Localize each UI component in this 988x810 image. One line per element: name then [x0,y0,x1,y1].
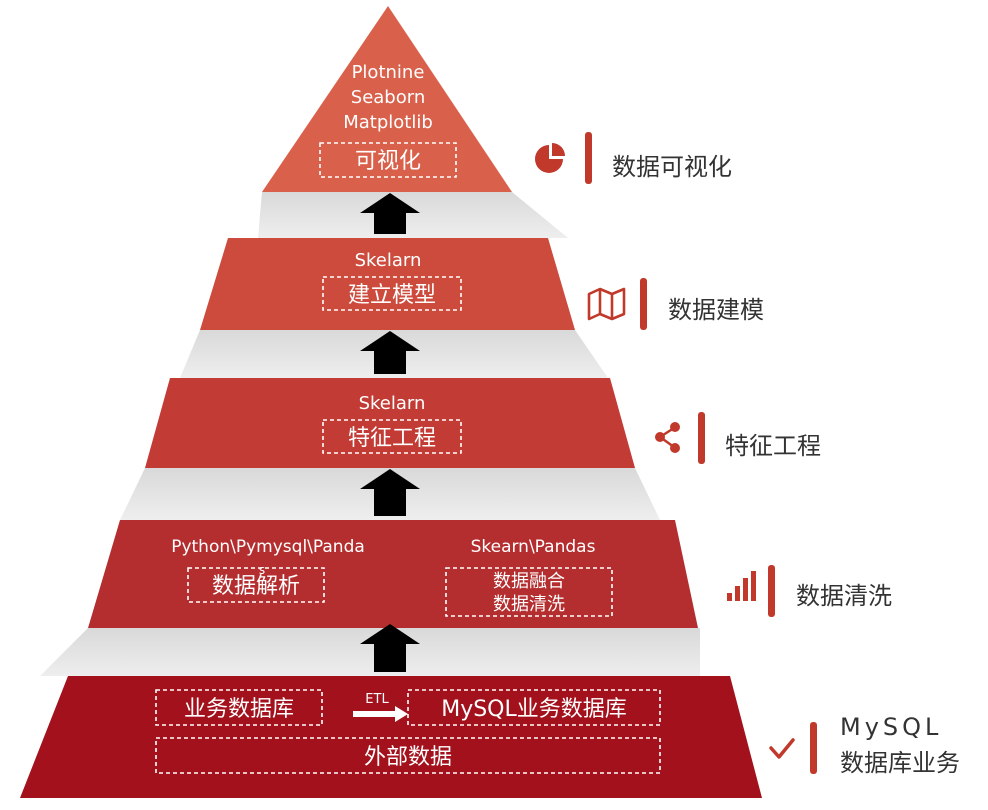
stage-box-label: 数据清洗 [493,594,565,615]
stage-box-label: 特征工程 [348,426,436,451]
stage-box-label: 数据解析 [212,574,300,599]
stage-box [187,567,325,603]
side-label: 数据清洗 [796,582,892,610]
up-arrow-icon [360,469,420,516]
library-label: Matplotlib [343,112,433,133]
stage-box [445,567,613,617]
stage-box-label: 建立模型 [348,283,436,308]
library-label: Plotnine [352,62,425,83]
up-arrow-icon [360,193,420,234]
map-icon [587,287,626,321]
tier-modeling-content: Skelarn 建立模型 [322,250,462,311]
pie-chart-icon [535,143,565,173]
stage-box-label: MySQL业务数据库 [441,697,627,722]
side-label-visualization: 数据可视化 [535,132,732,184]
stage-box [155,689,323,726]
stage-box [155,737,661,774]
side-divider [768,565,775,617]
library-label: Python\Pymysql\Panda [171,537,365,557]
stage-box [322,419,462,454]
up-arrow-icon [360,624,420,672]
side-label: 数据库业务 [840,749,960,777]
tier-data-cleaning [88,520,698,628]
library-label: Skelarn [355,250,422,271]
stage-box [407,689,661,726]
tier-data-cleaning-content: Python\Pymysql\Panda s 数据解析 Skearn\Panda… [171,537,613,617]
stage-box-label: 业务数据库 [184,697,294,722]
tier-mysql-business-content: 业务数据库 ETL MySQL业务数据库 外部数据 [155,689,661,774]
side-divider [810,722,817,774]
library-label: Skearn\Pandas [471,537,596,557]
etl-arrow-icon [353,706,408,722]
etl-label: ETL [365,692,389,707]
tier-visualization [262,6,512,192]
side-label-feature-engineering: 特征工程 [655,412,821,464]
tier-feature-engineering-content: Skelarn 特征工程 [322,393,462,454]
library-label-overflow: s [259,563,265,577]
bar-chart-icon [727,571,756,601]
stage-box [319,142,457,178]
stage-box [322,276,462,311]
share-icon [655,422,680,453]
tier-visualization-content: Plotnine Seaborn Matplotlib 可视化 [319,62,457,178]
side-label-mysql-business: MySQL 数据库业务 [769,713,960,777]
side-label: 数据可视化 [612,153,732,181]
stage-box-label: 数据融合 [493,571,565,592]
up-arrow-icon [360,331,420,374]
tier-modeling [200,238,575,330]
side-divider [585,132,592,184]
side-divider [698,412,705,464]
library-label: Skelarn [359,393,426,414]
check-icon [769,738,795,759]
side-label: 数据建模 [668,296,764,324]
side-label-data-cleaning: 数据清洗 [727,565,892,617]
stage-box-label: 可视化 [355,149,421,174]
side-label: 特征工程 [725,432,821,460]
stage-box-label: 外部数据 [364,745,452,770]
side-label: MySQL [840,713,942,741]
pyramid-back-strips [40,192,700,676]
side-divider [640,278,647,330]
tier-mysql-business [20,676,762,798]
library-label: Seaborn [351,87,425,108]
tier-feature-engineering [145,378,635,468]
side-label-modeling: 数据建模 [587,278,764,330]
